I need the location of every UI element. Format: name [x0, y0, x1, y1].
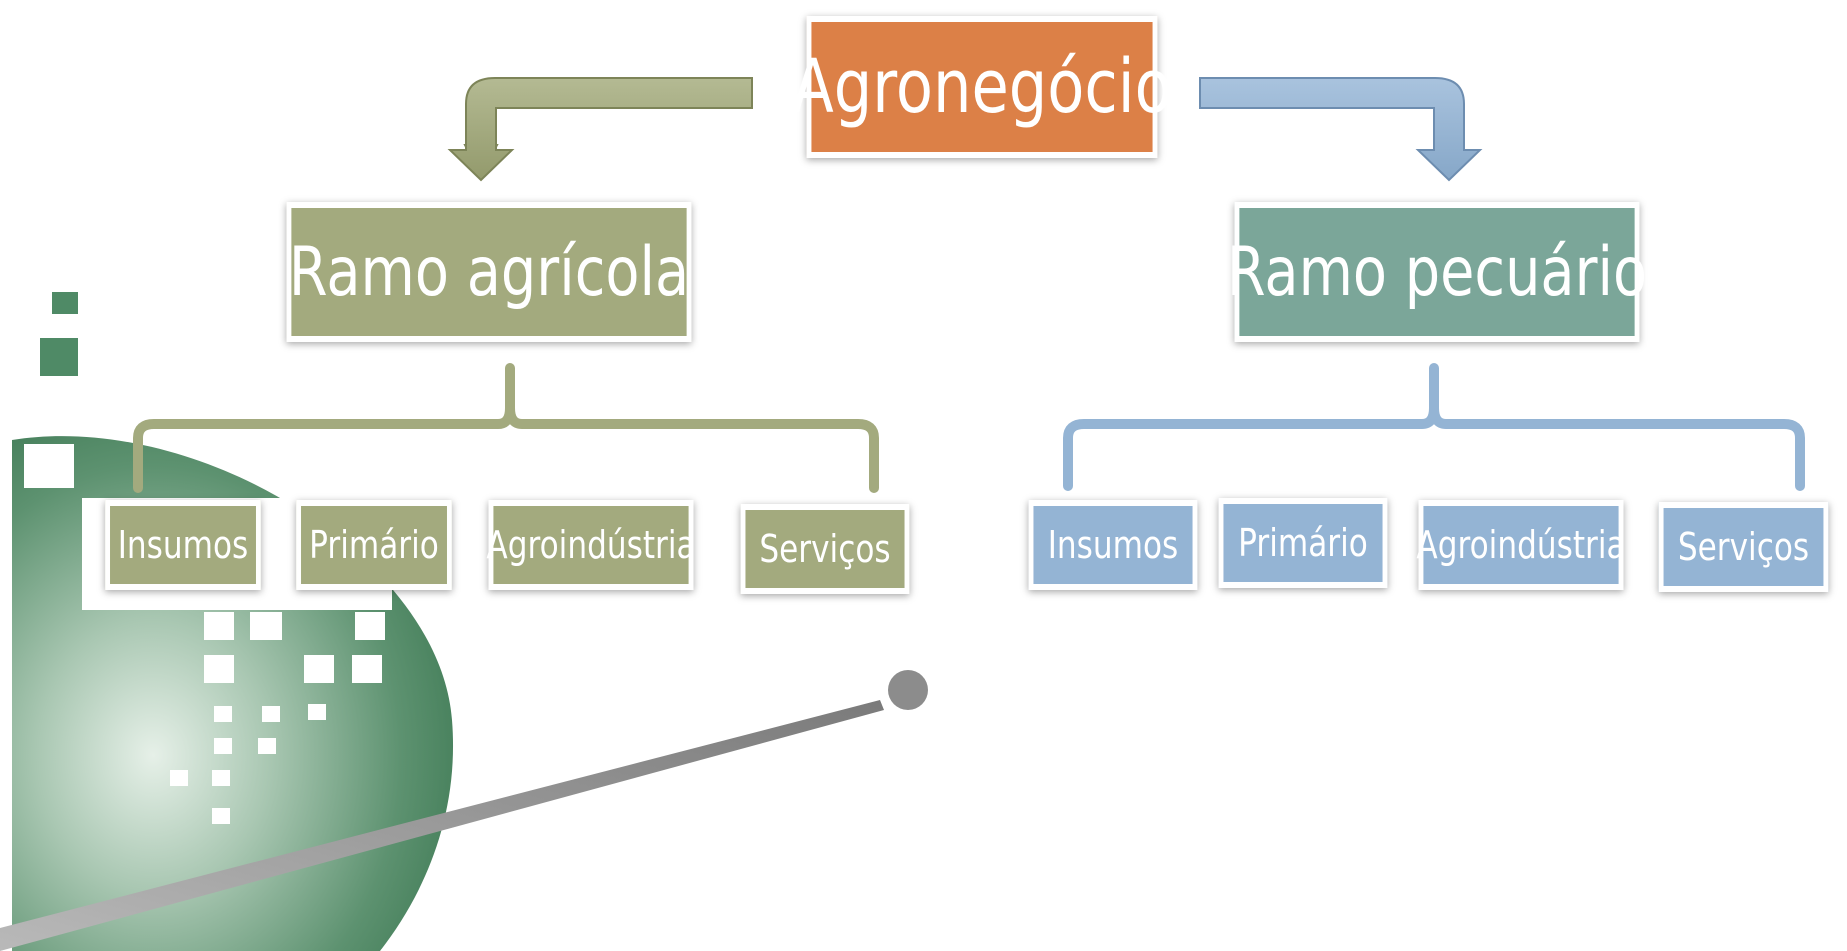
deco-square [170, 770, 188, 786]
node-ramo-pecuario-label: Ramo pecuário [1226, 232, 1648, 312]
deco-square [212, 808, 230, 824]
deco-square [214, 706, 232, 722]
deco-square [214, 738, 232, 754]
pointer-dot [888, 670, 928, 710]
deco-square [308, 704, 326, 720]
node-ramo-pecuario: Ramo pecuário [1227, 202, 1647, 342]
leaf-agricola-insumos: Insumos [105, 500, 261, 590]
leaf-label: Serviços [759, 527, 891, 571]
leaf-agricola-agroindustria: Agroindústria [486, 500, 696, 590]
node-ramo-agricola: Ramo agrícola [286, 202, 692, 342]
leaf-label: Primário [1238, 521, 1368, 565]
deco-square [304, 655, 334, 683]
leaf-pecuario-insumos: Insumos [1028, 500, 1198, 590]
deco-square [204, 655, 234, 683]
deco-square [250, 612, 282, 640]
bracket-ramo-pecuario [1063, 363, 1805, 491]
arrow-to-ramo-agricola [447, 77, 753, 182]
leaf-agricola-servicos: Serviços [740, 504, 910, 594]
globe-graphic [12, 292, 453, 951]
deco-square [212, 770, 230, 786]
leaf-pecuario-agroindustria: Agroindústria [1416, 500, 1626, 590]
leaf-label: Insumos [117, 523, 249, 567]
bracket-ramo-agricola [133, 363, 879, 493]
deco-square [355, 612, 385, 640]
leaf-label: Agroindústria [486, 523, 696, 567]
deco-square [204, 612, 234, 640]
leaf-pecuario-primario: Primário [1218, 498, 1388, 588]
deco-square [352, 655, 382, 683]
deco-square [40, 338, 78, 376]
deco-square [258, 738, 276, 754]
leaf-pecuario-servicos: Serviços [1658, 502, 1829, 592]
node-ramo-agricola-label: Ramo agrícola [288, 232, 690, 312]
pointer-beam [0, 670, 928, 951]
deco-square [24, 444, 74, 488]
leaf-agricola-primario: Primário [296, 500, 452, 590]
leaf-label: Insumos [1047, 523, 1179, 567]
leaf-label: Serviços [1677, 525, 1810, 569]
leaf-label: Agroindústria [1416, 523, 1626, 567]
arrow-to-ramo-pecuario [1199, 77, 1483, 182]
node-agronegocio-label: Agronegócio [792, 44, 1172, 130]
node-agronegocio: Agronegócio [792, 16, 1172, 158]
deco-square [52, 292, 78, 314]
leaf-label: Primário [309, 523, 439, 567]
deco-square [262, 706, 280, 722]
